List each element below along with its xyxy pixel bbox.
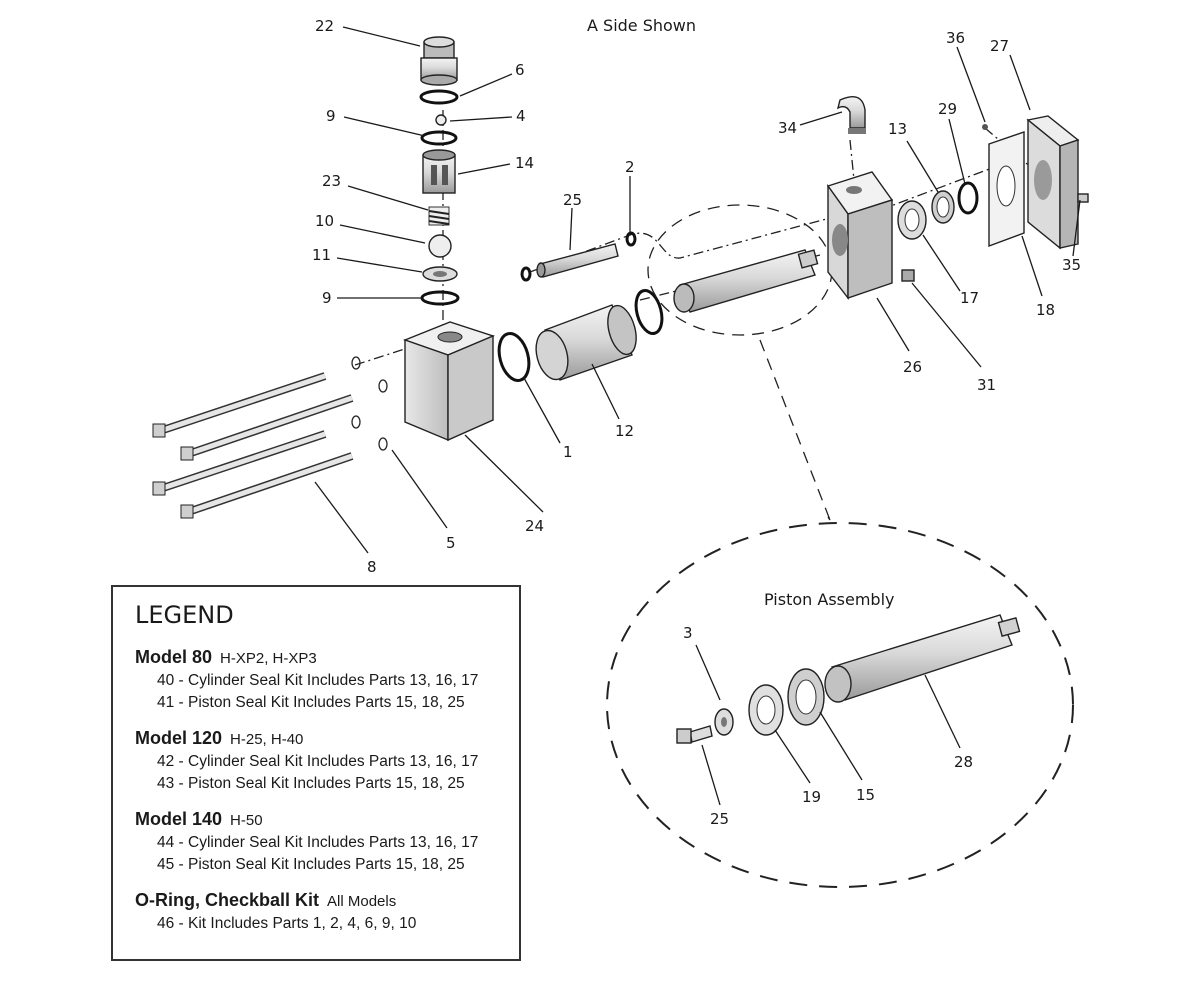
callout-13: 13 [888,120,907,138]
end-block [403,321,496,442]
tie-bolt-4 [180,452,354,519]
tie-bolt-1 [152,372,327,438]
callout-29: 29 [938,100,957,118]
piston-assembly-parts [676,614,1021,744]
callout-14: 14 [515,154,534,172]
o-ring-cyl [634,289,664,335]
kit-line: 41 - Piston Seal Kit Includes Parts 15, … [157,694,465,711]
valve-cage [422,149,456,194]
model-name: Model 120 [135,728,223,748]
legend-title: LEGEND [135,601,234,629]
callout-36: 36 [946,29,965,47]
callout-11: 11 [312,246,331,264]
callout-12: 12 [615,422,634,440]
callout-26: 26 [903,358,922,376]
callout-4: 4 [516,107,526,125]
inset-title: Piston Assembly [764,590,894,609]
cylinder-barrel [535,304,637,381]
model-name: Model 80 [135,647,213,667]
kit-line: 46 - Kit Includes Parts 1, 2, 4, 6, 9, 1… [157,915,417,932]
callout-17: 18 [1036,301,1055,319]
o-ring-1 [497,332,531,382]
callout-18: 19 [802,788,821,806]
callout-25: 25 [710,810,729,828]
transfer-tube [536,243,619,278]
valve-cap [420,36,458,86]
callout-9-bottom: 9 [322,289,332,307]
plug-31 [901,269,915,282]
kit-line: 45 - Piston Seal Kit Includes Parts 15, … [157,856,465,873]
callout-6: 6 [515,61,525,79]
washers [351,356,388,451]
elbow-fitting [836,96,866,134]
piston-assembly-inset [606,522,1074,888]
check-valve-stack [419,36,460,306]
kit-line: 43 - Piston Seal Kit Includes Parts 15, … [157,775,465,792]
model-subtitle: H-XP2, H-XP3 [220,650,317,667]
spring [428,206,450,226]
legend-model-120: Model 120 H-25, H-40 42 - Cylinder Seal K… [135,728,519,795]
model-subtitle: H-25, H-40 [230,731,304,748]
callout-31: 31 [977,376,996,394]
kit-line: 42 - Cylinder Seal Kit Includes Parts 13… [157,753,479,770]
callout-27: 27 [990,37,1009,55]
legend-model-80: Model 80 H-XP2, H-XP3 40 - Cylinder Seal … [135,647,519,714]
leader-lines [314,26,1081,806]
tie-bolt-2 [180,394,354,461]
callout-15: 15 [856,786,875,804]
model-subtitle: All Models [327,893,397,910]
callout-5: 5 [446,534,456,552]
legend-model-140: Model 140 H-50 44 - Cylinder Seal Kit Inc… [135,809,519,876]
callout-2: 2 [625,158,635,176]
bleeder-35 [1077,193,1089,203]
legend-box: LEGEND Model 80 H-XP2, H-XP3 40 - Cylinde… [111,585,521,961]
callout-22: 23 [322,172,341,190]
callout-35: 35 [1062,256,1081,274]
callout-23: 24 [525,517,544,535]
side-label: A Side Shown [587,16,696,35]
callout-24: 25 [563,191,582,209]
end-plate [1026,115,1080,250]
legend-oring-kit: O-Ring, Checkball Kit All Models 46 - Kit… [135,890,519,935]
callout-19: 22 [315,17,334,35]
head-block [826,171,894,301]
callout-numbers: 22 6 4 9 14 23 10 11 9 2 25 1 12 24 5 8 … [312,17,1081,828]
callout-1: 1 [563,443,573,461]
tie-bolt-3 [152,430,327,496]
piston-main [673,249,819,313]
model-name: Model 140 [135,809,223,829]
pin-36 [982,124,988,130]
callout-16: 17 [960,289,979,307]
kit-line: 44 - Cylinder Seal Kit Includes Parts 13… [157,834,479,851]
callout-28: 28 [954,753,973,771]
model-subtitle: H-50 [230,812,263,829]
callout-3: 3 [683,624,693,642]
kit-line: 40 - Cylinder Seal Kit Includes Parts 13… [157,672,479,689]
callout-10: 10 [315,212,334,230]
callout-8: 8 [367,558,377,576]
model-name: O-Ring, Checkball Kit [135,890,320,910]
seal-29 [957,181,979,215]
callout-9-top: 9 [326,107,336,125]
tie-bolts [152,372,354,519]
callout-34: 34 [778,119,797,137]
